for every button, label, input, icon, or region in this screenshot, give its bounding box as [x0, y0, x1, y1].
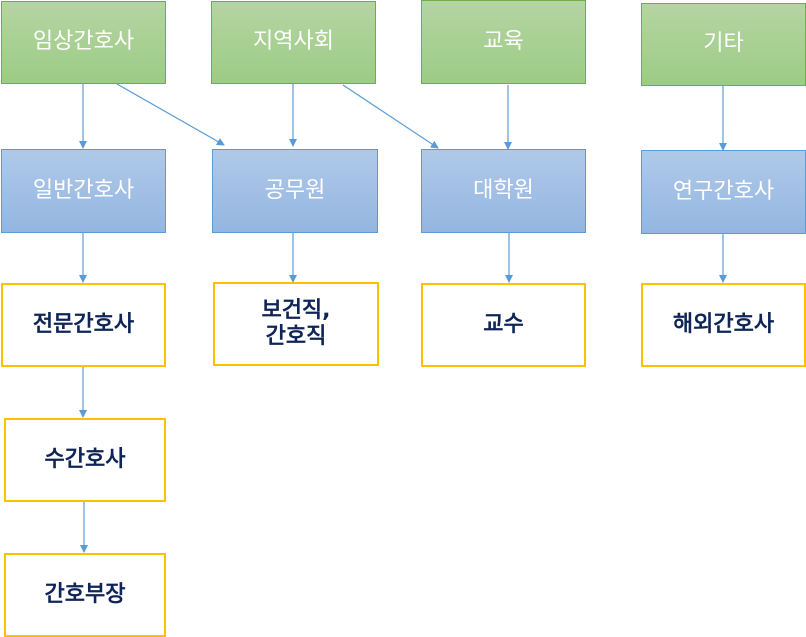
- node-professor: 교수: [421, 283, 586, 367]
- node-research-nurse: 연구간호사: [641, 150, 806, 234]
- node-civil-servant: 공무원: [212, 149, 378, 233]
- node-community: 지역사회: [211, 1, 376, 84]
- node-health-nursing-post: 보건직, 간호직: [213, 282, 379, 366]
- node-head-nurse: 수간호사: [4, 418, 166, 502]
- node-clinical: 임상간호사: [1, 1, 166, 84]
- node-education: 교육: [421, 0, 586, 84]
- node-general-nurse: 일반간호사: [1, 149, 166, 233]
- node-graduate-school: 대학원: [421, 149, 586, 233]
- arrow-clinical-to-civil-servant: [116, 83, 225, 146]
- arrow-community-to-graduate-school: [342, 84, 439, 149]
- node-nursing-director: 간호부장: [4, 553, 166, 637]
- node-other: 기타: [641, 3, 806, 86]
- node-overseas-nurse: 해외간호사: [641, 283, 806, 367]
- node-specialist-nurse: 전문간호사: [1, 283, 166, 367]
